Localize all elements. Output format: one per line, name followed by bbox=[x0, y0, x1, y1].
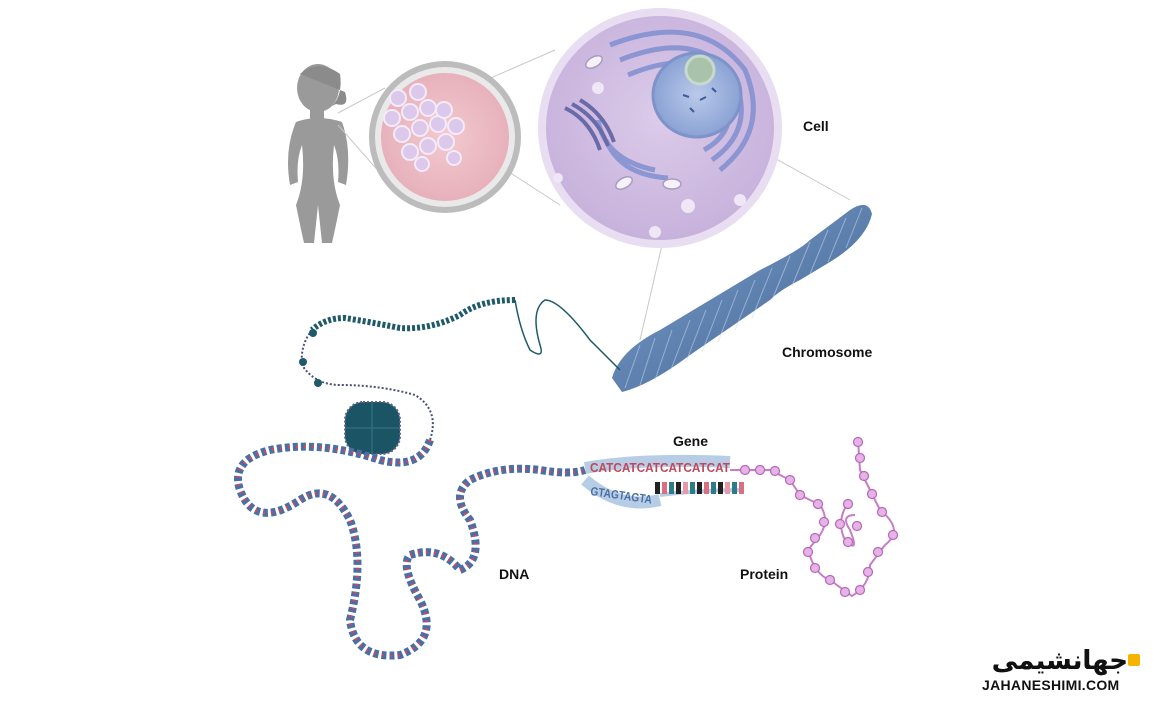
label-chromosome: Chromosome bbox=[782, 344, 873, 360]
gene-section: CATCATCATCATCATCAT GTAGTAGTA bbox=[581, 454, 744, 509]
chromosome-illustration bbox=[612, 204, 872, 392]
logo-persian-text: جهانشیمی bbox=[991, 646, 1128, 676]
site-logo: جهانشیمی JAHANESHIMI.COM bbox=[982, 646, 1142, 696]
label-protein: Protein bbox=[740, 566, 789, 582]
protein-chain bbox=[730, 436, 899, 598]
label-cell: Cell bbox=[803, 118, 829, 134]
gene-base-bars bbox=[655, 482, 744, 494]
histone-cluster bbox=[344, 401, 401, 455]
logo-latin-text: JAHANESHIMI.COM bbox=[982, 677, 1120, 693]
cell-illustration bbox=[538, 8, 782, 248]
tissue-dish bbox=[369, 61, 521, 213]
label-gene: Gene bbox=[673, 433, 709, 449]
gene-sequence-top: CATCATCATCATCATCAT bbox=[590, 460, 730, 475]
label-dna: DNA bbox=[499, 566, 530, 582]
logo-accent-mark bbox=[1128, 654, 1140, 666]
human-silhouette-icon bbox=[288, 64, 349, 243]
dna-strand bbox=[234, 438, 587, 660]
chromatin-fiber bbox=[299, 297, 621, 441]
